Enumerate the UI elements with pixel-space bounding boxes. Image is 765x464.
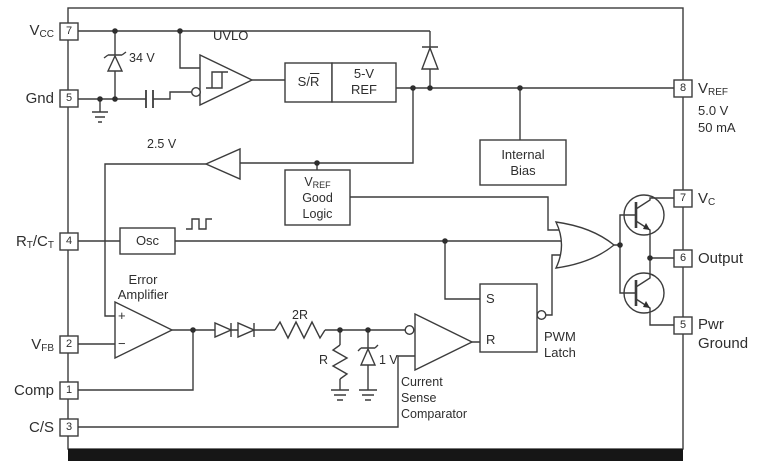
vref-pin-label: VREF	[698, 80, 729, 98]
pin-number-5-left: 5	[65, 92, 73, 104]
osc-box	[119, 227, 176, 255]
resistor-2r-label: 2R	[292, 308, 308, 322]
pin-number-1-left: 1	[65, 384, 73, 396]
resistor-2r	[274, 320, 326, 340]
zener-1v-label: 1 V	[379, 353, 398, 367]
pin-number-7-left: 7	[65, 25, 73, 37]
pin-number-6-right: 6	[679, 252, 687, 264]
pin-box-pwr-ground	[673, 316, 693, 335]
pin-box-vfb	[59, 335, 79, 354]
pin-number-4-left: 4	[65, 235, 73, 247]
vref-good-label-line2: Good	[302, 191, 333, 205]
pin-number-5-right: 5	[679, 319, 687, 331]
capacitor	[145, 90, 154, 108]
vfb-pin-label: VFB	[31, 336, 54, 354]
error-amp-label-line2: Amplifier	[117, 287, 169, 302]
npn-bottom-emitter-arrow	[643, 301, 650, 308]
pin-number-7-right: 7	[679, 192, 687, 204]
gnd-pin-label: Gnd	[25, 90, 54, 107]
diode-bars	[230, 46, 438, 337]
uvlo-label: UVLO	[213, 28, 249, 43]
uvlo-comparator-triangle	[199, 53, 254, 107]
cs-pin-label: C/S	[28, 419, 54, 436]
vc-pin-label: VC	[698, 190, 716, 208]
pwm-latch-box	[479, 283, 538, 353]
ref-buffer-triangle	[204, 147, 241, 181]
error-amp-label-line1: Error	[128, 272, 158, 287]
pwr-ground-label-line1: Pwr	[698, 316, 724, 333]
error-amp-minus: −	[118, 336, 126, 351]
zener-1v	[359, 347, 377, 366]
vref-good-label-line3: Logic	[302, 207, 333, 221]
comp-pin-label: Comp	[13, 382, 54, 399]
pin-number-2-left: 2	[65, 338, 73, 350]
zener-34v	[106, 54, 124, 72]
ref5-label-line2: REF	[351, 82, 377, 97]
pin-number-8-right: 8	[679, 82, 687, 94]
pin-box-output	[673, 249, 693, 268]
pin-box-rtct	[59, 232, 79, 251]
error-amp-plus: +	[118, 308, 126, 323]
pin-box-vref	[673, 79, 693, 98]
output-pin-label: Output	[698, 250, 744, 267]
cs-comparator-label-line2: Sense	[401, 391, 437, 405]
zener-34v-label: 34 V	[129, 51, 155, 65]
vcc-pin-label: VCC	[29, 22, 54, 40]
rtct-pin-label: RT/CT	[15, 233, 54, 251]
pin-box-vcc	[59, 22, 79, 41]
internal-bias-label-line2: Bias	[510, 163, 536, 178]
latch-output-bubble	[536, 310, 547, 321]
pin-number-3-left: 3	[65, 421, 73, 433]
comparator-input-bubble	[404, 325, 415, 336]
resistor-r-label: R	[318, 353, 328, 367]
symbol-strokes	[92, 46, 438, 401]
pin-box-cs	[59, 418, 79, 437]
pwm-latch-label-line1: PWM	[544, 329, 576, 344]
wire-net	[78, 30, 674, 428]
output-stage	[623, 194, 665, 314]
vref-good-label-line1: VREF	[304, 175, 331, 190]
osc-label: Osc	[135, 233, 160, 248]
bottom-edge-bar	[68, 449, 683, 461]
clock-waveform-icon	[186, 218, 212, 230]
sr-box	[284, 62, 333, 103]
error-amplifier-triangle	[114, 300, 174, 360]
or-gate	[554, 221, 616, 269]
hysteresis-icon	[206, 71, 228, 89]
latch-r-label: R	[486, 332, 496, 347]
pin-boxes	[59, 22, 693, 437]
series-diode-2	[237, 321, 256, 339]
cs-comparator-label-line1: Current	[401, 375, 443, 389]
vref-current-label: 50 mA	[698, 120, 736, 135]
internal-bias-box	[479, 139, 567, 186]
cs-comparator-label-line3: Comparator	[401, 407, 467, 421]
resistor-r	[331, 344, 349, 380]
pin-box-gnd	[59, 89, 79, 108]
ref5-label-line1: 5-V	[353, 66, 375, 81]
internal-bias-label-line1: Internal	[501, 147, 545, 162]
npn-bottom-circle	[623, 272, 665, 314]
pin-box-comp	[59, 381, 79, 400]
uvlo-input-bubble	[190, 86, 201, 97]
vcc-vref-diode	[420, 46, 440, 70]
ground-symbol-1	[92, 111, 108, 123]
vref-good-logic-box	[284, 169, 351, 226]
sr-block-label: S/R	[297, 74, 320, 89]
pwm-latch-label-line2: Latch	[544, 345, 576, 360]
pin-box-vc	[673, 189, 693, 208]
npn-top-emitter-arrow	[643, 223, 650, 230]
ref-2v5-label: 2.5 V	[147, 137, 177, 151]
ref-5v-box	[331, 62, 397, 103]
current-sense-comparator-triangle	[414, 312, 474, 372]
series-diode-1	[214, 321, 233, 339]
pwr-ground-label-line2: Ground	[698, 335, 749, 352]
ground-symbol-3	[359, 389, 377, 401]
vref-voltage-label: 5.0 V	[698, 103, 729, 118]
latch-s-label: S	[486, 291, 495, 306]
junction-dots	[97, 28, 653, 333]
zener-bars	[103, 51, 379, 352]
ground-symbol-2	[331, 389, 349, 401]
npn-top-circle	[623, 194, 665, 236]
